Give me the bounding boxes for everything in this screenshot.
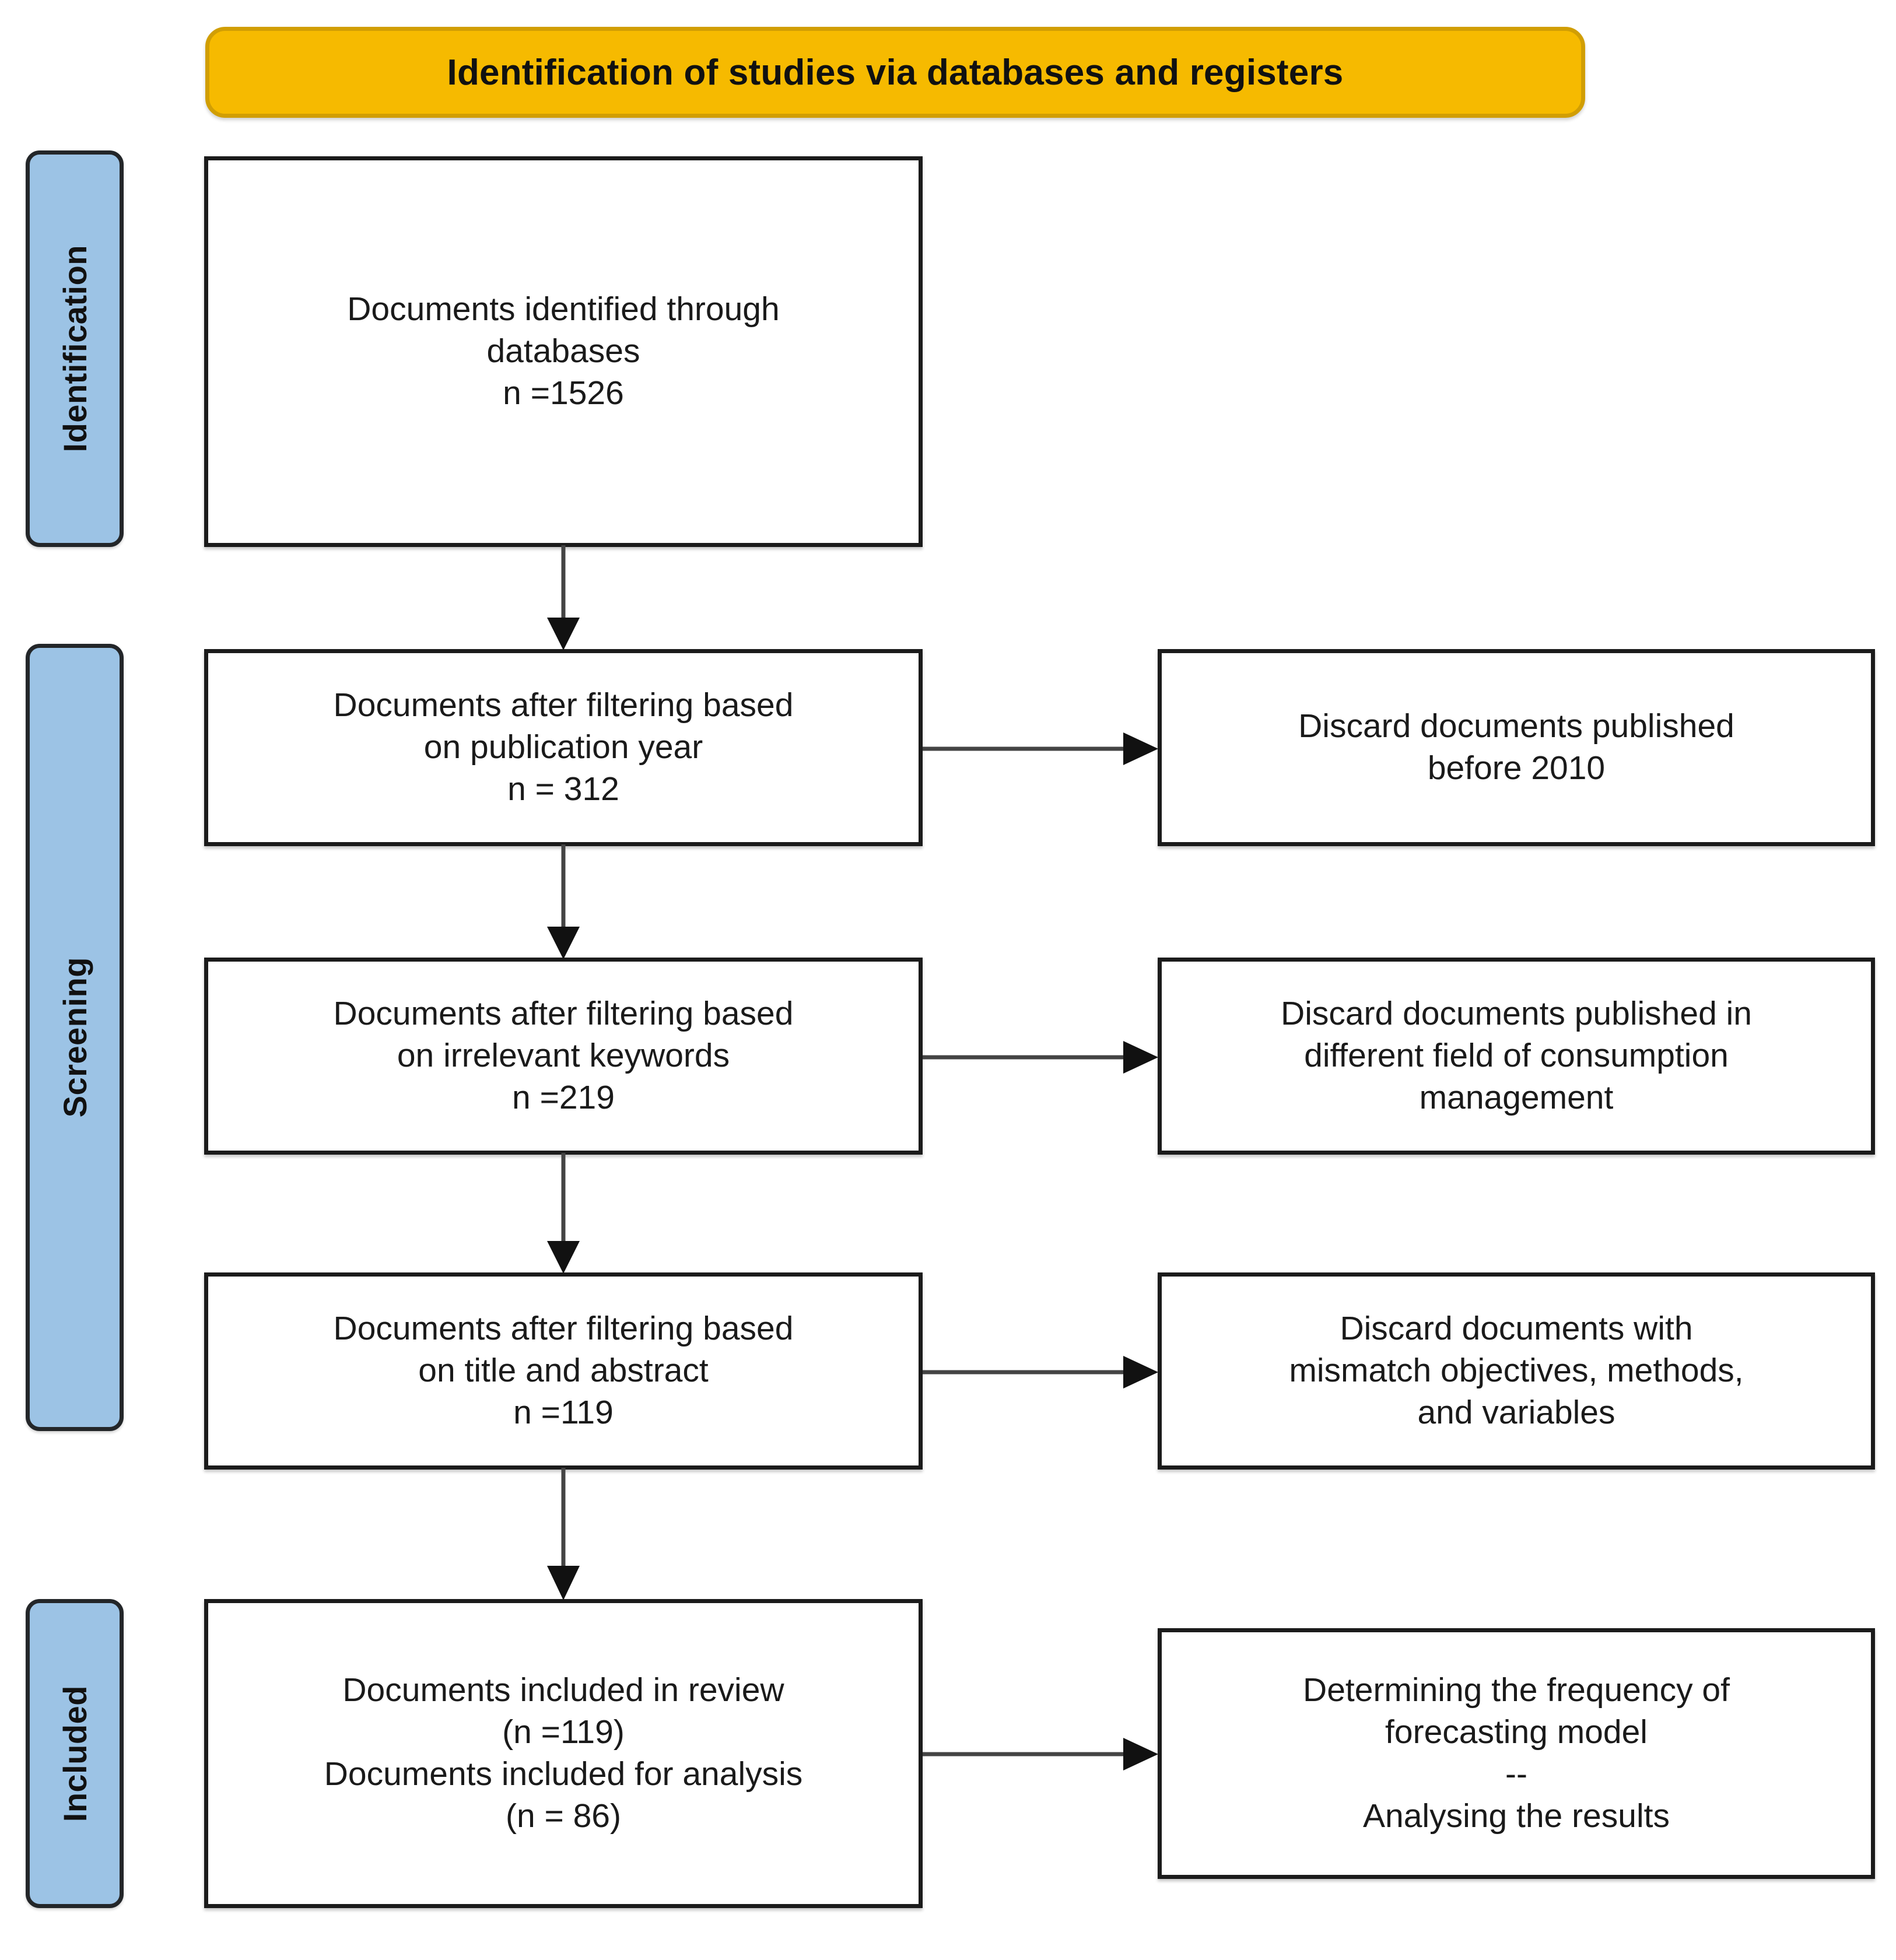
box-filter-publication-year-text: Documents after filtering based on publi… [333, 686, 794, 808]
box-discard-before-2010: Discard documents published before 2010 [1158, 649, 1875, 846]
box-discard-mismatch-objectives: Discard documents with mismatch objectiv… [1158, 1272, 1875, 1470]
box-discard-different-field: Discard documents published in different… [1158, 958, 1875, 1155]
arrow-included-to-analysis [923, 1733, 1161, 1775]
box-filter-title-abstract-text: Documents after filtering based on title… [333, 1310, 794, 1431]
arrow-identified-to-year-filter [542, 545, 584, 651]
box-documents-included-text: Documents included in review (n =119) Do… [324, 1671, 803, 1835]
stage-label-identification: Identification [26, 150, 124, 547]
box-filter-publication-year: Documents after filtering based on publi… [204, 649, 923, 846]
arrow-keyword-filter-to-title-filter [542, 1153, 584, 1275]
box-determining-frequency-analysis: Determining the frequency of forecasting… [1158, 1628, 1875, 1879]
stage-label-identification-text: Identification [56, 245, 93, 453]
box-filter-irrelevant-keywords-text: Documents after filtering based on irrel… [333, 995, 794, 1116]
arrow-keyword-filter-to-discard-field [923, 1036, 1161, 1078]
arrow-title-filter-to-discard-mismatch [923, 1351, 1161, 1393]
box-determining-frequency-analysis-text: Determining the frequency of forecasting… [1303, 1671, 1730, 1835]
box-discard-mismatch-objectives-text: Discard documents with mismatch objectiv… [1289, 1310, 1744, 1431]
diagram-header-banner: Identification of studies via databases … [205, 27, 1585, 118]
box-documents-included: Documents included in review (n =119) Do… [204, 1599, 923, 1908]
diagram-title: Identification of studies via databases … [447, 52, 1344, 93]
stage-label-included-text: Included [56, 1685, 93, 1822]
stage-label-included: Included [26, 1599, 124, 1908]
arrow-year-filter-to-discard-year [923, 728, 1161, 770]
stage-label-screening-text: Screening [56, 957, 93, 1118]
box-documents-identified: Documents identified through databases n… [204, 156, 923, 547]
box-documents-identified-text: Documents identified through databases n… [347, 290, 780, 412]
arrow-year-filter-to-keyword-filter [542, 844, 584, 961]
box-discard-before-2010-text: Discard documents published before 2010 [1298, 707, 1734, 787]
box-filter-irrelevant-keywords: Documents after filtering based on irrel… [204, 958, 923, 1155]
box-filter-title-abstract: Documents after filtering based on title… [204, 1272, 923, 1470]
stage-label-screening: Screening [26, 644, 124, 1431]
box-discard-different-field-text: Discard documents published in different… [1281, 995, 1752, 1116]
arrow-title-filter-to-included [542, 1468, 584, 1602]
